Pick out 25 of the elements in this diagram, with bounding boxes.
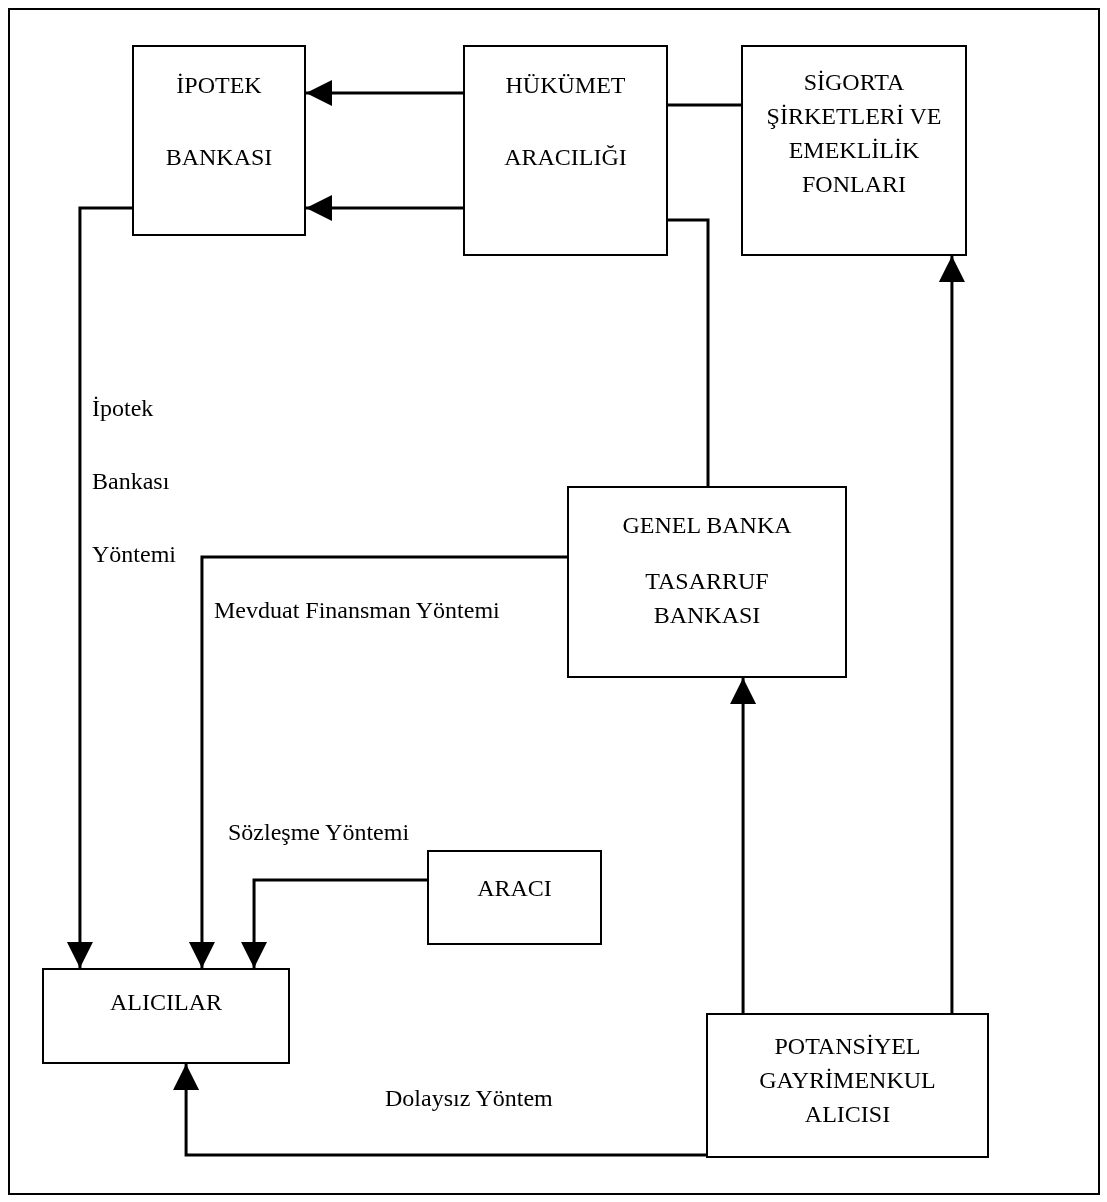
process-box — [567, 486, 847, 678]
arrow — [730, 678, 757, 1013]
arrow — [306, 195, 463, 221]
process-box — [132, 45, 306, 236]
process-box — [741, 45, 967, 256]
arrow — [173, 1064, 706, 1157]
box-text: GENEL BANKA — [622, 511, 792, 540]
arrow — [66, 206, 132, 968]
process-box — [42, 968, 290, 1064]
arrow — [188, 555, 567, 968]
box-text: ALICILAR — [110, 988, 222, 1017]
process-box — [463, 45, 668, 256]
process-box — [427, 850, 602, 945]
box-text: POTANSİYEL GAYRİMENKUL ALICISI — [758, 1032, 937, 1129]
box-text: İPOTEK — [176, 71, 262, 100]
box-text: HÜKÜMET — [505, 71, 626, 100]
box-text: TASARRUF BANKASI — [644, 567, 770, 630]
box-text: ARACILIĞI — [504, 143, 627, 172]
box-text: ARACI — [477, 874, 552, 903]
arrow — [938, 256, 965, 1013]
box-text: BANKASI — [165, 143, 273, 172]
arrow — [241, 878, 427, 968]
arrow — [306, 80, 463, 106]
process-box — [706, 1013, 989, 1158]
box-text: SİGORTA ŞİRKETLERİ VE EMEKLİLİK FONLARI — [765, 68, 943, 199]
